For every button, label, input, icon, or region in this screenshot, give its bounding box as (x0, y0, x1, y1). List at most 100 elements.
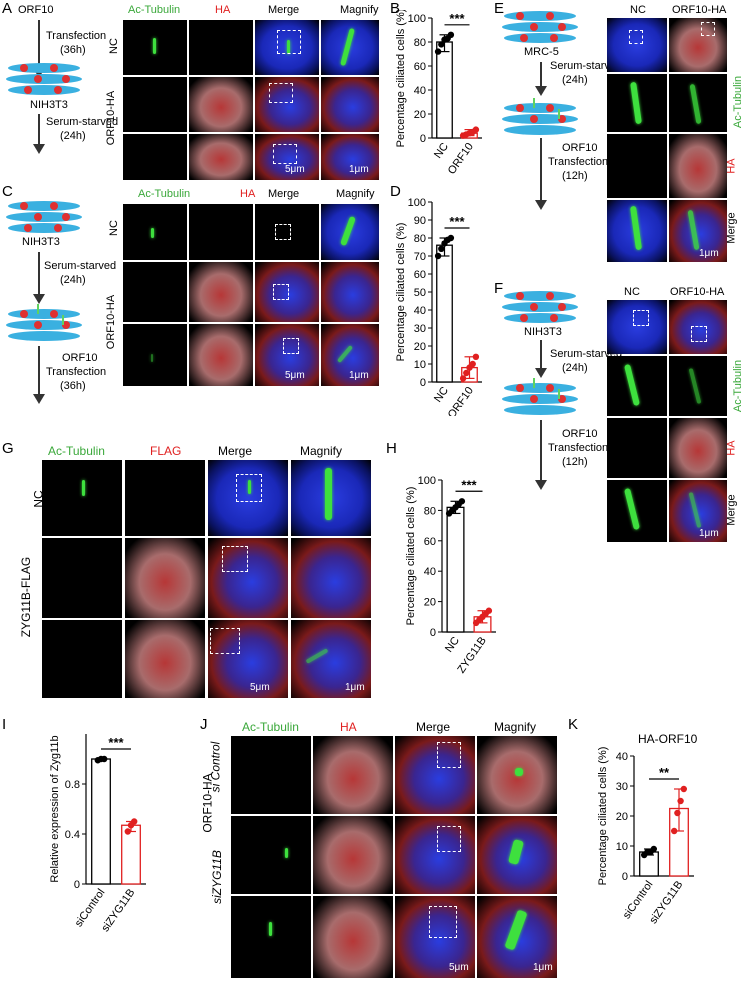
y-tick-label: 100 (418, 475, 436, 487)
row-j-2: si Control (208, 741, 223, 793)
img-g-r2c1 (42, 538, 122, 618)
img-f-r3c2 (669, 418, 727, 478)
panel-label-j: J (200, 716, 208, 733)
step-e-3: (24h) (562, 74, 588, 86)
x-tick-label: ORF10 (446, 141, 476, 175)
img-e-r1c1 (607, 18, 667, 72)
y-tick-label: 30 (414, 323, 426, 335)
y-tick-label: 0.4 (65, 829, 80, 841)
panel-label-g: G (2, 440, 14, 457)
y-tick-label: 80 (424, 505, 436, 517)
row-g-2: ZYG11B-FLAG (19, 556, 34, 638)
img-c-r3c4: 1μm (321, 324, 379, 386)
y-tick-label: 20 (616, 811, 628, 823)
y-tick-label: 40 (424, 566, 436, 578)
significance-label: *** (461, 477, 477, 492)
row-e-1: Ac-Tubulin (732, 75, 741, 129)
step-c-5: Transfection (46, 366, 107, 378)
significance-label: ** (659, 765, 670, 780)
col-j-4: Magnify (494, 720, 537, 734)
y-tick-label: 100 (408, 13, 426, 25)
data-point (677, 797, 684, 805)
y-tick-label: 60 (424, 536, 436, 548)
data-point (650, 845, 657, 853)
step-f-6: (12h) (562, 456, 588, 468)
img-c-r3c2 (189, 324, 253, 386)
bar (436, 244, 453, 383)
step-a-5: Serum-starved (46, 116, 119, 128)
col-j-1: Ac-Tubulin (242, 720, 299, 734)
scale-j: 5μm (449, 962, 469, 973)
img-f-r4c1 (607, 480, 667, 542)
y-axis-label: Percentage ciliated cells (%) (395, 10, 407, 147)
step-c-4: ORF10 (62, 352, 98, 364)
col-j-2: HA (340, 720, 357, 734)
step-f-2: Serum-starved (550, 348, 623, 360)
img-e-r3c2 (669, 134, 727, 198)
col-c-3: Merge (268, 188, 300, 200)
data-point (101, 755, 108, 763)
y-tick-label: 0 (420, 133, 426, 145)
y-tick-label: 40 (414, 85, 426, 97)
img-c-r2c4 (321, 262, 379, 322)
panel-label-i: I (2, 716, 7, 733)
img-a-r2c3 (255, 77, 319, 132)
data-point (485, 607, 493, 614)
y-tick-label: 80 (414, 37, 426, 49)
data-point (438, 41, 445, 48)
arrow-a-1 (33, 20, 45, 78)
step-f-3: (24h) (562, 362, 588, 374)
arrow-c-2 (33, 346, 45, 404)
img-f-r1c1 (607, 300, 667, 354)
step-c-1: NIH3T3 (22, 236, 60, 248)
cell-layer-a (6, 63, 82, 95)
y-tick-label: 0.8 (65, 779, 80, 791)
y-tick-label: 10 (616, 841, 628, 853)
data-point (438, 245, 445, 252)
bar (436, 41, 453, 139)
data-point (131, 818, 138, 825)
col-c-1: Ac-Tubulin (138, 188, 191, 200)
data-point (680, 785, 687, 793)
img-j-r3c1 (231, 896, 311, 978)
step-c-2: Serum-starved (44, 260, 117, 272)
y-axis-label: Relative expression of Zyg11b (49, 735, 61, 882)
row-j-3: siZYG11B (209, 850, 224, 904)
panel-label-h: H (386, 440, 397, 457)
data-point (463, 369, 470, 377)
img-e-r3c1 (607, 134, 667, 198)
img-j-r1c3 (395, 736, 475, 814)
data-point (671, 827, 678, 835)
step-a-1: ORF10 (18, 4, 54, 16)
cell-layer-c2 (6, 304, 82, 341)
img-e-r1c2 (669, 18, 727, 72)
y-tick-label: 20 (414, 341, 426, 353)
scale-g: 5μm (250, 682, 270, 693)
img-a-r2c1 (123, 77, 187, 132)
col-c-2: HA (240, 188, 256, 200)
x-tick-label: NC (432, 141, 451, 161)
img-a-r3c3: 5μm (255, 134, 319, 180)
x-tick-label: NC (432, 385, 451, 405)
scale-a2: 1μm (349, 164, 369, 175)
col-c-4: Magnify (336, 188, 375, 200)
y-tick-label: 70 (414, 251, 426, 263)
data-point (469, 360, 476, 368)
y-tick-label: 20 (424, 597, 436, 609)
step-f-1: NIH3T3 (524, 326, 562, 338)
panel-label-b: B (390, 0, 401, 17)
img-e-r4c2: 1μm (669, 200, 727, 262)
img-j-r1c4 (477, 736, 557, 814)
data-point (434, 252, 442, 260)
row-a-2: ORF10-HA (105, 90, 118, 146)
step-e-6: (12h) (562, 170, 588, 182)
col-j-3: Merge (416, 720, 451, 734)
img-c-r1c1 (123, 204, 187, 260)
cell-layer-e1 (502, 11, 578, 43)
data-point (458, 498, 466, 505)
panel-label-c: C (2, 183, 13, 200)
panel-label-k: K (568, 716, 579, 733)
y-tick-label: 20 (414, 109, 426, 121)
img-f-r1c2 (669, 300, 727, 354)
